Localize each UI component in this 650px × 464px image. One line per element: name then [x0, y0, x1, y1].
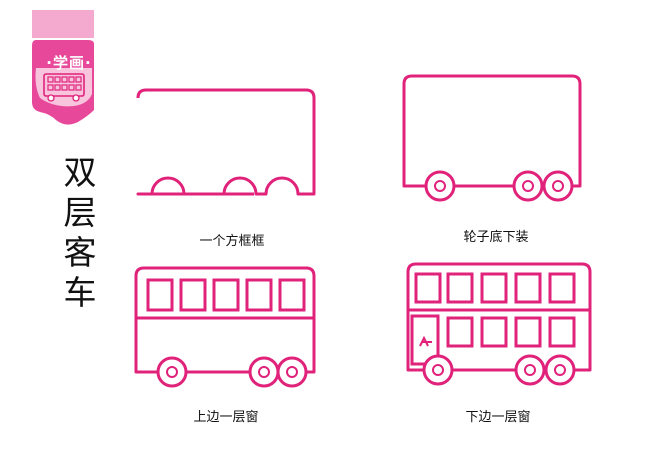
step-2-caption: 轮子底下装	[463, 230, 529, 245]
sidebar: ·学画· 双 层 客 车	[14, 10, 98, 320]
title-char: 车	[63, 273, 97, 312]
section-badge: ·学画·	[30, 10, 94, 134]
step-4-drawing	[398, 258, 598, 392]
title-char: 层	[63, 193, 97, 232]
double-decker-bus-icon	[43, 73, 85, 102]
step-1-caption: 一个方框框	[199, 234, 265, 249]
badge-label: ·学画·	[46, 54, 92, 72]
step-3-caption: 上边一层窗	[193, 410, 259, 425]
step-1-drawing	[128, 82, 328, 202]
page-title: 双 层 客 车	[58, 155, 102, 311]
badge-graphic	[32, 10, 94, 125]
title-char: 双	[63, 153, 97, 192]
title-char: 客	[63, 233, 97, 272]
step-4-caption: 下边一层窗	[465, 410, 531, 425]
step-2-drawing	[394, 70, 594, 206]
step-3-drawing	[126, 262, 326, 392]
